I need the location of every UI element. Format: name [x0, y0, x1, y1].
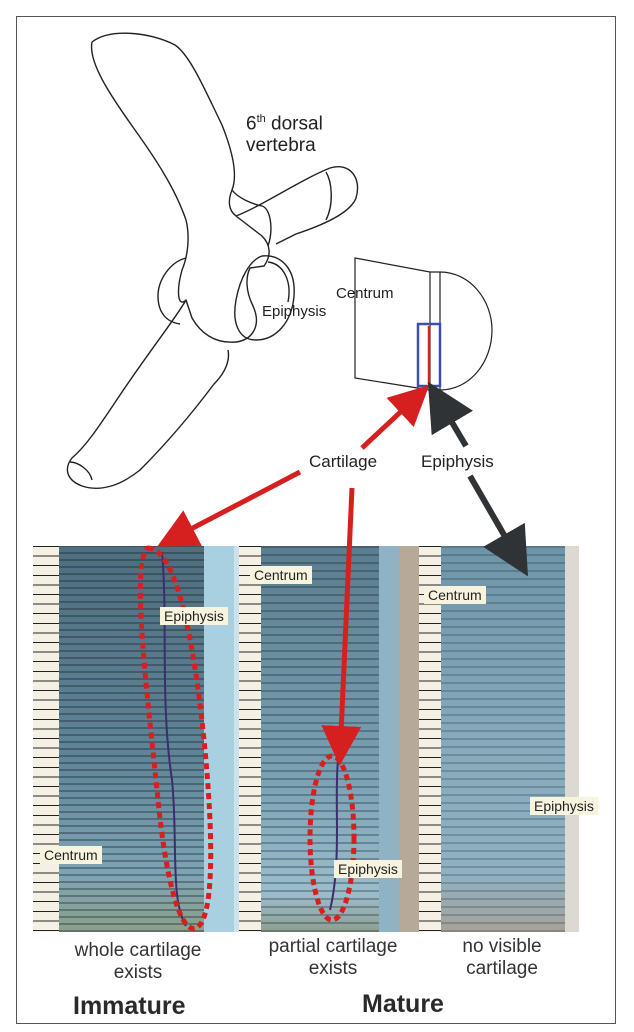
epiphysis-arrow-label: Epiphysis	[418, 452, 497, 472]
cartilage-arrow-to-immature	[166, 472, 300, 542]
stage-mature: Mature	[362, 990, 444, 1019]
cartilage-arrow-to-partial	[340, 488, 352, 756]
cartilage-arrow-label: Cartilage	[306, 452, 380, 472]
epiphysis-arrow-to-drawing	[434, 392, 466, 446]
panel3-centrum-label: Centrum	[424, 586, 486, 604]
drawing-centrum-label: Centrum	[336, 285, 394, 302]
panel2-centrum-label: Centrum	[250, 566, 312, 584]
vertebra-title: 6th dorsal vertebra	[246, 108, 323, 157]
cartilage-arrow-to-drawing	[362, 392, 422, 448]
panel1-epiphysis-label: Epiphysis	[160, 607, 228, 625]
cartilage-line-partial	[330, 760, 338, 910]
drawing-epiphysis-label: Epiphysis	[262, 303, 326, 320]
panel2-epiphysis-label: Epiphysis	[334, 860, 402, 878]
stage-immature: Immature	[73, 992, 186, 1021]
panel1-centrum-label: Centrum	[40, 846, 102, 864]
epiphysis-arrow-to-mature	[470, 476, 522, 566]
panel3-epiphysis-label: Epiphysis	[530, 797, 598, 815]
